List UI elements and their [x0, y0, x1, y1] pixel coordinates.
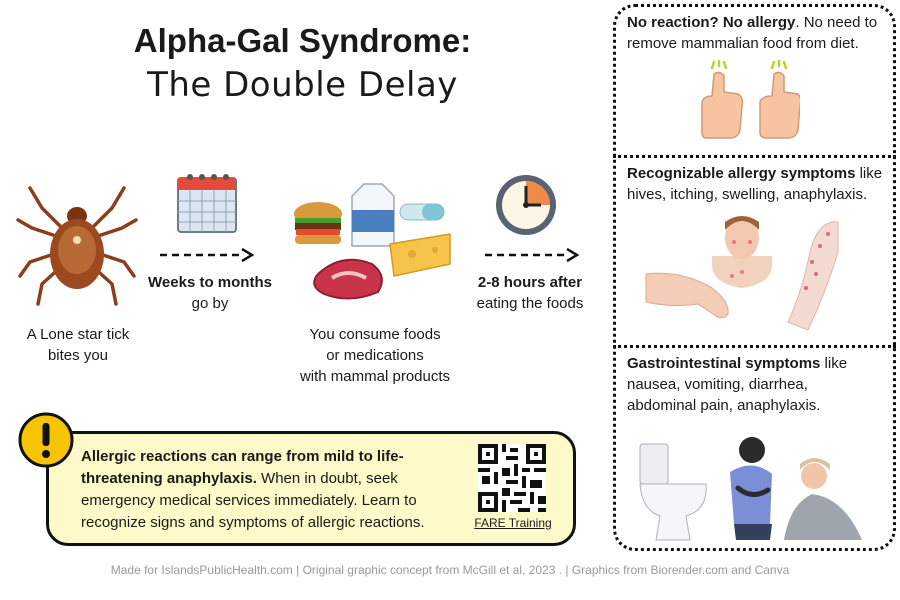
clock-icon: [496, 175, 556, 235]
title-line-1: Alpha-Gal Syndrome:: [133, 22, 472, 59]
step-tick-caption: A Lone star tick bites you: [26, 326, 130, 364]
qr-code-icon[interactable]: [478, 444, 546, 512]
panel-divider-1: [613, 155, 896, 158]
panel-divider-2: [613, 345, 896, 348]
tick-icon: [16, 186, 138, 306]
step-hours-caption: 2-8 hours after eating the foods: [476, 274, 584, 312]
alert-message: Allergic reactions can range from mild t…: [81, 448, 425, 531]
arrow-right-icon: [160, 248, 254, 262]
panel-gi-text: Gastrointestinal symptoms like nausea, v…: [627, 355, 848, 414]
panel-no-reaction-text: No reaction? No allergy. No need to remo…: [627, 14, 878, 52]
fare-training-link[interactable]: FARE Training: [474, 516, 552, 530]
warning-icon: [18, 412, 74, 468]
outcomes-panel: [613, 4, 896, 551]
page-title: Alpha-Gal Syndrome: The Double Delay: [80, 20, 525, 108]
footer-credits: Made for IslandsPublicHealth.com | Origi…: [110, 563, 790, 577]
panel-allergy-text: Recognizable allergy symptoms like hives…: [627, 165, 883, 203]
arrow-right-icon-2: [485, 248, 579, 262]
stomach-illness-icon: [639, 437, 862, 541]
step-food-caption: You consume foods or medications with ma…: [299, 326, 451, 385]
thumbs-up-icon: [701, 60, 800, 139]
title-line-2: The Double Delay: [147, 65, 458, 105]
skin-rash-icon: [645, 216, 839, 331]
food-icon: [294, 183, 451, 300]
calendar-icon: [177, 174, 237, 233]
step-weeks-caption: Weeks to months go by: [148, 274, 272, 312]
